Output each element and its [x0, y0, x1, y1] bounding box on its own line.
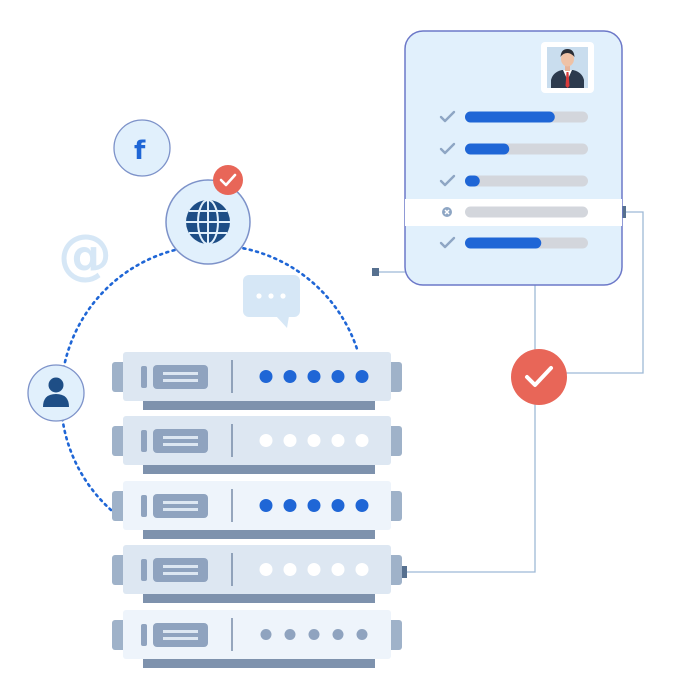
server-unit — [112, 545, 402, 603]
network-orbit — [59, 243, 360, 512]
check-icon — [439, 142, 456, 155]
server-unit — [112, 610, 402, 668]
drive-line — [163, 501, 198, 504]
status-led — [283, 499, 297, 512]
drive-line — [163, 436, 198, 439]
status-led — [259, 370, 273, 383]
drive-line — [163, 508, 198, 511]
status-led — [259, 563, 273, 576]
drive-bay — [153, 494, 208, 518]
status-led — [284, 629, 296, 640]
drive-line — [163, 372, 198, 375]
user-badge — [27, 364, 85, 422]
drive-bay — [153, 365, 208, 389]
drive-line — [163, 630, 198, 633]
connector-node — [372, 268, 379, 276]
server-unit — [112, 481, 402, 539]
status-led — [355, 434, 369, 447]
status-led — [260, 629, 272, 640]
checklist-row — [439, 174, 588, 187]
progress-fill — [465, 237, 542, 249]
unit-slot — [141, 366, 147, 388]
server-unit — [112, 416, 402, 474]
connector-card-right — [565, 211, 644, 374]
status-led — [283, 434, 297, 447]
status-led — [259, 434, 273, 447]
globe-check-badge — [213, 165, 243, 195]
status-led — [307, 499, 321, 512]
checklist-row — [439, 142, 588, 155]
progress-track — [465, 175, 588, 187]
server-unit — [112, 352, 402, 410]
status-led — [259, 499, 273, 512]
status-led — [308, 629, 320, 640]
chat-ellipsis-icon — [243, 275, 300, 328]
progress-fill — [465, 175, 480, 187]
status-led — [355, 563, 369, 576]
check-icon — [439, 110, 456, 123]
drive-line — [163, 565, 198, 568]
status-led — [307, 563, 321, 576]
facebook-icon: f — [134, 136, 146, 166]
status-led — [332, 629, 344, 640]
unit-slot — [141, 624, 147, 646]
user-icon — [43, 377, 69, 407]
reject-icon — [442, 207, 452, 217]
status-led — [331, 563, 345, 576]
connector-node — [400, 566, 407, 578]
status-led — [307, 434, 321, 447]
unit-slot — [141, 559, 147, 581]
unit-slot — [141, 495, 147, 517]
check-icon — [439, 236, 456, 249]
unit-slot — [141, 430, 147, 452]
server-rack — [112, 352, 402, 668]
globe-badge — [165, 165, 251, 265]
checklist-row — [439, 110, 588, 123]
status-led — [355, 370, 369, 383]
checkmark-icon — [511, 349, 567, 405]
connector-node — [620, 206, 626, 218]
status-led — [331, 370, 345, 383]
progress-track — [465, 206, 588, 218]
drive-line — [163, 443, 198, 446]
status-led — [283, 563, 297, 576]
facebook-badge: f — [113, 119, 171, 177]
globe-icon — [186, 199, 230, 245]
progress-fill — [465, 111, 555, 123]
drive-line — [163, 637, 198, 640]
status-led — [283, 370, 297, 383]
progress-fill — [465, 143, 510, 155]
check-icon — [439, 174, 456, 187]
status-led — [355, 499, 369, 512]
drive-bay — [153, 558, 208, 582]
drive-line — [163, 572, 198, 575]
connector-card-to-rack — [377, 271, 536, 573]
drive-bay — [153, 429, 208, 453]
status-led — [307, 370, 321, 383]
businessman-avatar-icon — [541, 42, 594, 93]
checklist-row — [442, 206, 588, 218]
drive-line — [163, 379, 198, 382]
profile-card — [404, 30, 623, 286]
status-led — [331, 434, 345, 447]
drive-bay — [153, 623, 208, 647]
checklist-row — [439, 236, 588, 249]
status-led — [356, 629, 368, 640]
checklist-rows — [439, 110, 588, 249]
status-led — [331, 499, 345, 512]
at-icon: @ — [58, 223, 112, 286]
